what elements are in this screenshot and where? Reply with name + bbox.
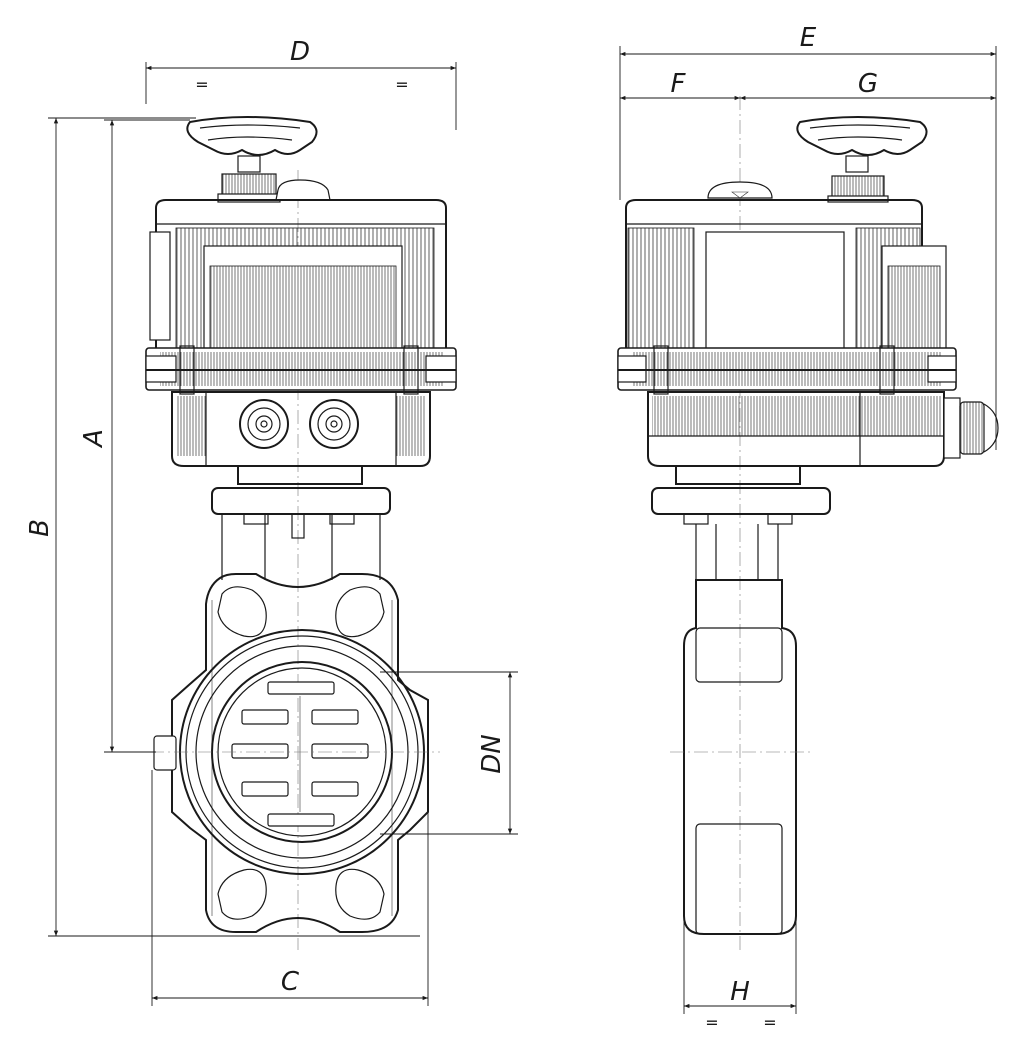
front-disc (231, 681, 369, 827)
front-mounting-flange (211, 487, 391, 515)
dim-label-d: D (290, 37, 310, 67)
dim-label-a: A (79, 429, 109, 449)
front-valve-neck (221, 513, 381, 580)
side-valve-body (683, 579, 797, 935)
dim-label-c: C (281, 967, 300, 997)
dim-label-b: B (25, 519, 55, 537)
side-coupling (675, 466, 801, 485)
front-indicator-boss (275, 179, 331, 201)
front-cable-gland-left (239, 399, 289, 449)
equal-mark-h-right: = (763, 1013, 776, 1032)
front-valve-body (153, 573, 429, 933)
front-actuator-housing (149, 199, 447, 353)
dim-label-g: G (858, 69, 878, 99)
side-actuator-housing (625, 199, 947, 353)
side-gear-band (617, 345, 957, 395)
front-gear-band (145, 345, 457, 395)
front-handwheel (186, 116, 318, 203)
equal-mark-h-left: = (705, 1013, 718, 1032)
side-dimensions: E F G H = = (619, 23, 997, 1032)
side-lower-housing (647, 391, 945, 467)
front-dimensions: D = = B A DN C (25, 37, 518, 1006)
front-lower-housing (171, 391, 431, 467)
side-valve-neck (683, 513, 793, 581)
side-view (617, 96, 999, 950)
front-coupling (237, 466, 363, 485)
side-mounting-flange (651, 487, 831, 515)
side-cable-gland (943, 397, 999, 459)
side-indicator-boss (707, 181, 773, 199)
front-cable-gland-right (309, 399, 359, 449)
side-handwheel (796, 116, 928, 203)
equal-mark-d-left: = (195, 75, 208, 94)
equal-mark-d-right: = (395, 75, 408, 94)
dim-label-dn: DN (477, 734, 507, 773)
front-view (145, 116, 457, 950)
dim-label-f: F (671, 69, 687, 99)
dim-label-h: H (730, 977, 750, 1007)
dim-label-e: E (800, 23, 817, 53)
